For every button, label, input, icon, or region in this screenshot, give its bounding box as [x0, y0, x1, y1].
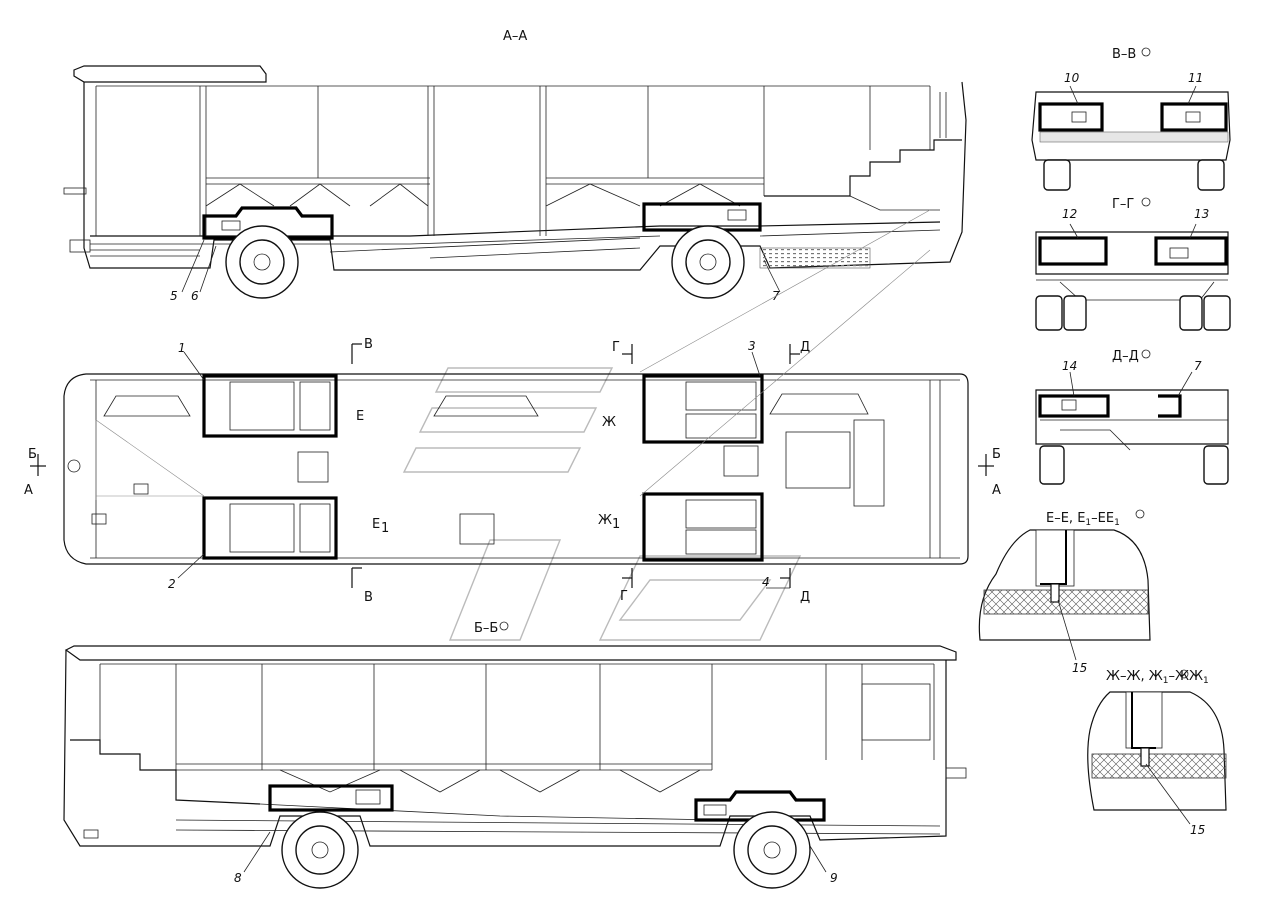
callout-15-e: 15 — [1072, 661, 1087, 675]
marker-a-right: А — [992, 483, 1001, 498]
marker-e1-sub: 1 — [381, 521, 389, 536]
callout-2: 2 — [168, 577, 176, 591]
component-3-box — [642, 374, 764, 444]
callout-9: 9 — [830, 871, 838, 885]
marker-d-bottom: Д — [800, 590, 810, 605]
watermark-logo — [402, 367, 802, 641]
callout-8: 8 — [234, 871, 242, 885]
callout-15-zh: 15 — [1190, 823, 1205, 837]
marker-zh: Ж — [602, 415, 616, 430]
component-10-box — [1038, 102, 1104, 132]
component-12-box — [1038, 236, 1108, 266]
callout-6: 6 — [191, 289, 199, 303]
marker-zh1-sub: 1 — [612, 517, 620, 532]
marker-v-top: В — [364, 337, 373, 352]
marker-v-bottom: В — [364, 590, 373, 605]
marker-zh1: Ж — [598, 513, 612, 528]
component-2-box — [202, 496, 338, 560]
side-view-bottom: 8 9 — [63, 645, 967, 889]
callout-10: 10 — [1064, 71, 1080, 85]
callout-13: 13 — [1194, 207, 1209, 221]
component-13-box — [1154, 236, 1228, 266]
callout-3: 3 — [748, 339, 756, 353]
rotated-view-icon — [499, 621, 509, 631]
marker-b-left: Б — [28, 447, 37, 462]
callout-14: 14 — [1062, 359, 1077, 373]
callout-1: 1 — [178, 341, 186, 355]
rotated-view-icon — [1141, 197, 1151, 207]
marker-e: Е — [356, 409, 364, 424]
callout-11: 11 — [1188, 71, 1203, 85]
marker-d-top: Д — [800, 340, 810, 355]
rotated-view-icon — [1141, 47, 1151, 57]
marker-a-left: А — [24, 483, 33, 498]
reference-lines — [639, 209, 931, 497]
section-g-g: Г–Г 12 13 — [1035, 197, 1231, 331]
component-1-box — [202, 374, 338, 438]
view-title-a-a: А–А — [503, 29, 527, 44]
component-7-section — [1158, 394, 1182, 418]
view-title-b-b: Б–Б — [474, 621, 498, 636]
section-e-e: Е–Е, Е1–ЕЕ1 15 — [978, 509, 1151, 675]
section-zh-title: Ж–Ж, Ж1–ЖЖ1 — [1106, 669, 1209, 686]
section-d-d: Д–Д 14 7 — [1035, 349, 1229, 485]
marker-g-bottom: Г — [620, 589, 628, 604]
side-view-a-a: А–А — [63, 29, 967, 303]
rotated-view-icon — [1135, 509, 1145, 519]
marker-b-right: Б — [992, 447, 1001, 462]
rotated-view-icon — [1179, 669, 1189, 679]
section-v-v: В–В 10 11 — [1031, 47, 1231, 191]
marker-e1: Е — [372, 517, 380, 532]
rotated-view-icon — [1141, 349, 1151, 359]
component-14-box — [1038, 394, 1110, 418]
section-g-title: Г–Г — [1112, 197, 1134, 212]
callout-7-section: 7 — [1194, 359, 1202, 373]
component-8-box — [268, 784, 394, 812]
section-d-title: Д–Д — [1112, 349, 1139, 364]
section-e-title: Е–Е, Е1–ЕЕ1 — [1046, 511, 1120, 528]
component-4-box — [642, 492, 764, 562]
callout-5: 5 — [170, 289, 178, 303]
component-9-box — [694, 790, 826, 822]
callout-12: 12 — [1062, 207, 1077, 221]
callout-4: 4 — [762, 575, 770, 589]
marker-g-top: Г — [612, 340, 620, 355]
component-11-box — [1160, 102, 1228, 132]
section-zh-zh: Ж–Ж, Ж1–ЖЖ1 15 — [1087, 669, 1227, 837]
plan-view-b-b: В В Г Г Д Д Б А Б А Е Е 1 Ж Ж 1 1 2 3 4 … — [24, 337, 1001, 636]
section-v-title: В–В — [1112, 47, 1136, 62]
